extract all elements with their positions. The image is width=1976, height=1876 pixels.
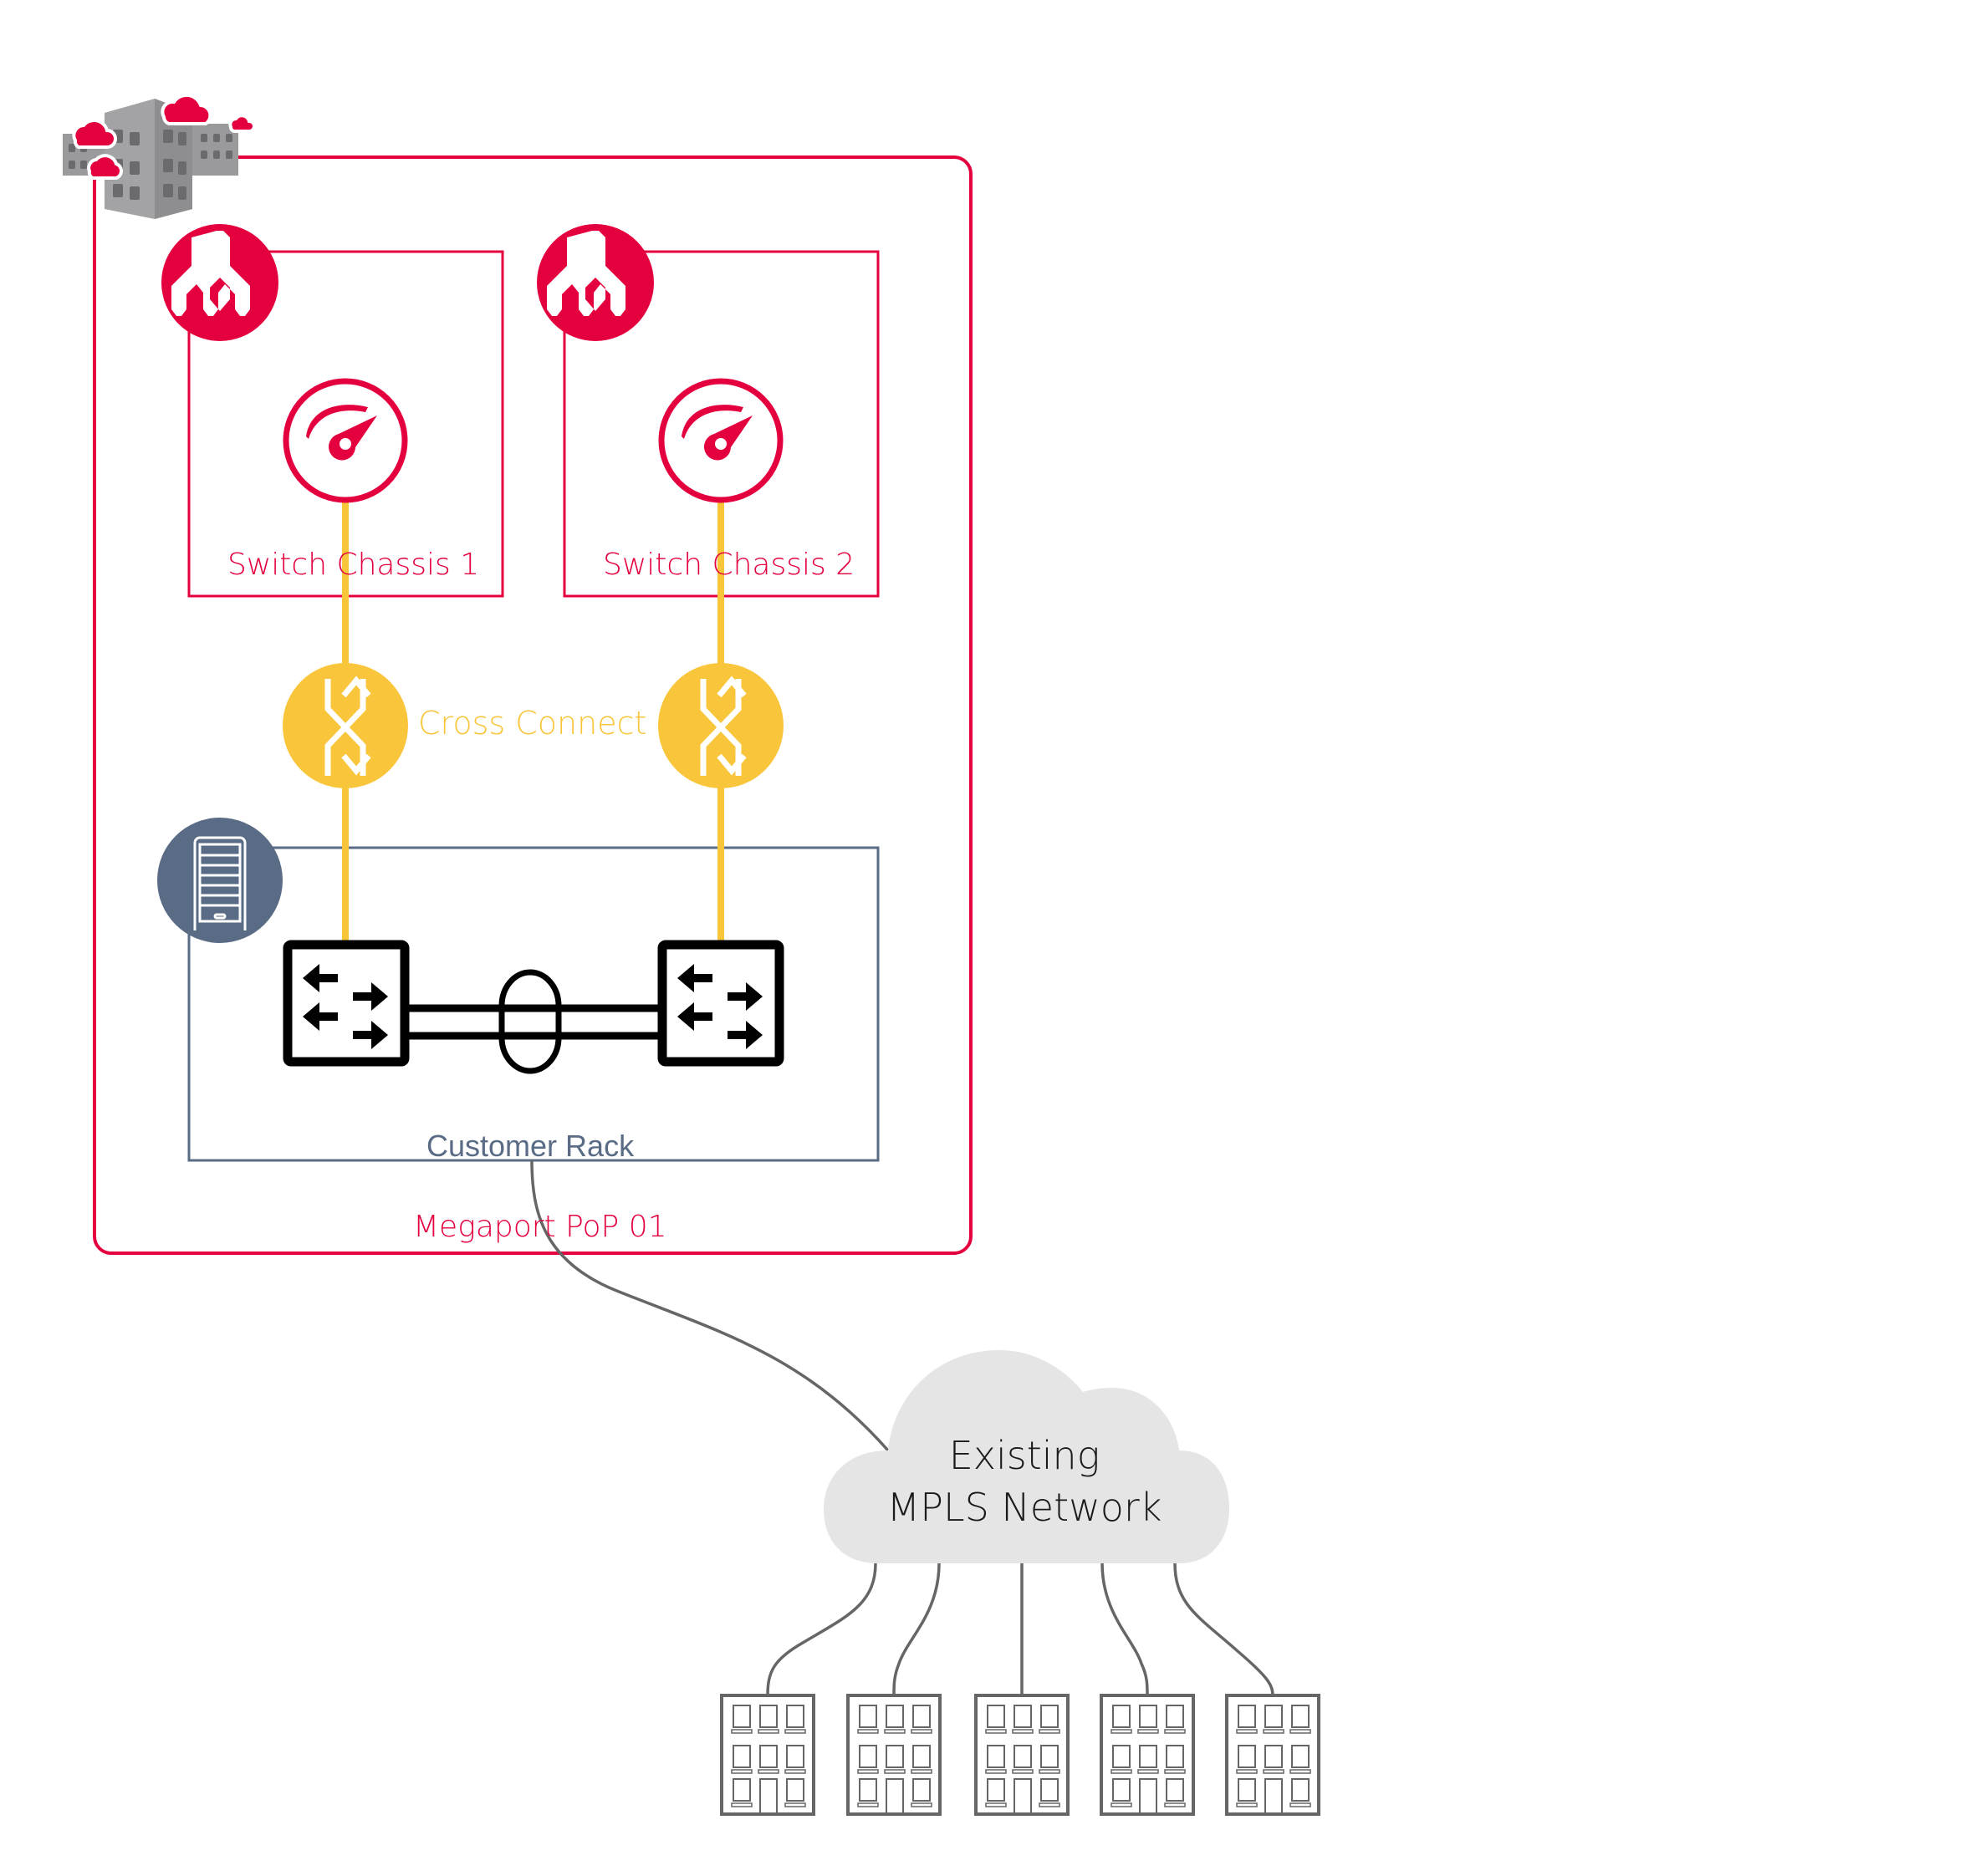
- site-link-1: [766, 1562, 877, 1696]
- server-rack-icon: [157, 818, 283, 943]
- site-link-5: [1173, 1562, 1274, 1696]
- megaport-logo-icon: [161, 224, 278, 341]
- speedometer-port-icon: [658, 378, 784, 503]
- cross-connect-icon: [658, 663, 784, 788]
- mpls-cloud-label-line1: Existing: [948, 1433, 1100, 1478]
- datacenter-buildings-cloud-icon: [63, 93, 256, 219]
- lag-bundle-ring: [498, 969, 562, 1074]
- office-building-icon: [720, 1694, 815, 1816]
- customer-rack-label: Customer Rack: [426, 1129, 635, 1163]
- cross-connect-label: Cross Connect: [418, 705, 647, 742]
- rack-to-mpls-link: [530, 1160, 890, 1452]
- pop-boundary: [93, 155, 973, 1255]
- switch-chassis-1-label: Switch Chassis 1: [227, 548, 480, 582]
- speedometer-port-icon: [283, 378, 408, 503]
- mpls-cloud-label-line2: MPLS Network: [886, 1485, 1162, 1530]
- network-switch-icon: [283, 940, 410, 1067]
- site-link-4: [1100, 1562, 1149, 1696]
- lag-link: [401, 969, 661, 1074]
- cross-connect-icon: [283, 663, 408, 788]
- office-building-icon: [846, 1694, 942, 1816]
- office-building-icon: [974, 1694, 1070, 1816]
- office-building-icon: [1225, 1694, 1320, 1816]
- cloud-icon: [824, 1350, 1229, 1563]
- office-building-icon: [1100, 1694, 1195, 1816]
- megaport-logo-icon: [537, 224, 654, 341]
- site-links: [766, 1562, 1274, 1696]
- site-link-2: [892, 1562, 941, 1696]
- customer-rack-box: [187, 846, 880, 1162]
- switch-chassis-2-label: Switch Chassis 2: [603, 548, 855, 582]
- mpls-cloud-label: Existing MPLS Network: [853, 1430, 1196, 1533]
- pop-label: Megaport PoP 01: [413, 1210, 667, 1244]
- network-switch-icon: [657, 940, 784, 1067]
